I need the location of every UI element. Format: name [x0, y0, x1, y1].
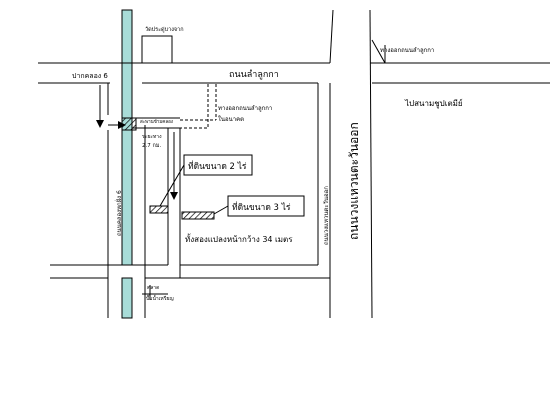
label-ring-road-main: ถนนวงแหวนตะวันออก: [347, 122, 361, 240]
canal: [121, 9, 133, 266]
label-future-exit-1: ทางออกถนนลำลูกกา: [218, 105, 272, 112]
future-exit-dashed: [180, 84, 217, 129]
label-bridge: สะพานข้ามคลอง: [140, 119, 173, 125]
label-plot-2: ที่ดินขนาด 3 ไร่: [232, 201, 291, 213]
canal-south: [121, 277, 133, 319]
label-future-exit-2: ในอนาคต: [218, 115, 244, 123]
temple-building: [141, 35, 173, 64]
label-market-2: ปั๊มน้ำเหรียญ: [146, 293, 174, 302]
exit-ramp: [371, 39, 386, 64]
ring-road-east-edge: [369, 9, 373, 319]
ring-road-west-edge-top: [329, 9, 334, 64]
label-market-1: ตลาด: [147, 285, 159, 291]
plot-1-marker: [149, 205, 169, 214]
plot-1-leader: [159, 164, 185, 207]
label-distance-2: 2.7 กม.: [142, 143, 161, 149]
label-to-airport: ไปสนามชูปเตมีย์: [404, 98, 463, 109]
bridge-marker: [121, 117, 137, 131]
label-exit-top-right: ทางออกถนนลำลูกกา: [380, 47, 434, 54]
plot-2-marker: [181, 211, 215, 220]
label-plot-1: ที่ดินขนาด 2 ไร่: [188, 160, 247, 172]
label-ring-road-local: ถนนวงแหวนตะวันออก: [323, 186, 330, 245]
label-canal-mouth: ปากคลอง 6: [72, 72, 108, 80]
plot-2-leader: [213, 205, 229, 215]
label-distance-1: ระยะทาง: [142, 134, 162, 140]
label-canal-road: ถนนคลองหกฝั่ง 6: [115, 190, 123, 236]
label-temple: วัดประดู่บางจาก: [145, 26, 184, 33]
label-road-lamlukka: ถนนลำลูกกา: [229, 69, 279, 80]
label-frontage: ทั้งสองแปลงหน้ากว้าง 34 เมตร: [185, 233, 293, 244]
